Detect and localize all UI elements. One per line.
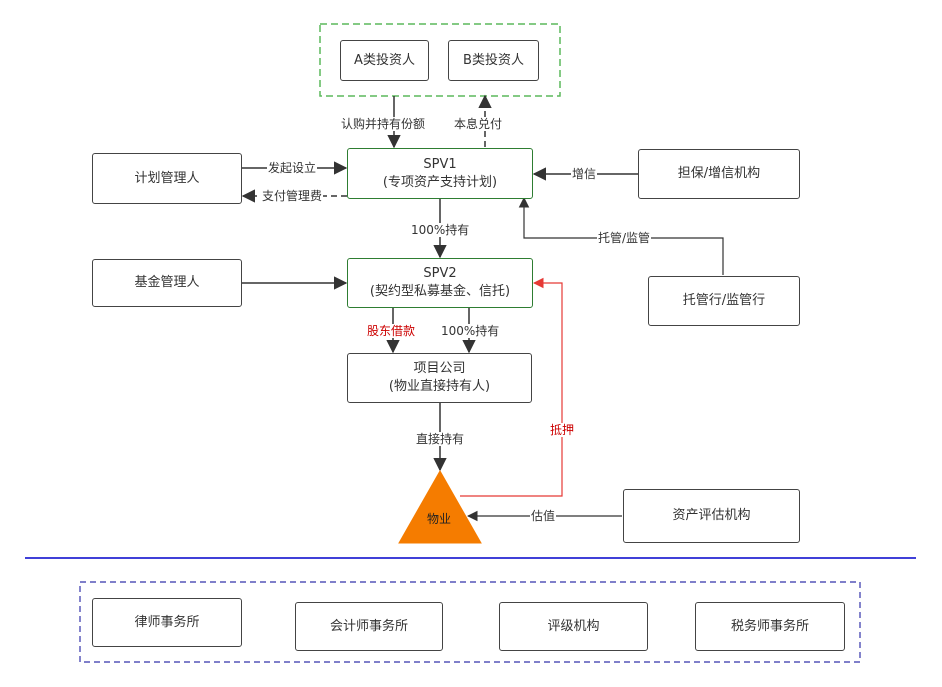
edge-label-pay: 本息兑付	[453, 117, 504, 131]
edge-label-fee: 支付管理费	[261, 189, 324, 203]
node-law-firm-label: 律师事务所	[134, 614, 200, 630]
node-project-title: 项目公司	[413, 361, 466, 376]
node-fund-manager-label: 基金管理人	[134, 275, 200, 290]
node-guarantor[interactable]: 担保/增信机构	[638, 149, 800, 199]
node-project-subtitle: (物业直接持有人)	[388, 379, 491, 394]
node-spv1-title: SPV1	[423, 156, 457, 172]
edge-label-direct: 直接持有	[415, 432, 466, 446]
node-investor-b-label: B类投资人	[463, 52, 524, 68]
node-tax-firm-label: 税务师事务所	[730, 618, 809, 634]
node-custodian-label: 托管行/监管行	[682, 293, 766, 308]
edge-pledge	[460, 277, 563, 497]
edge-label-credit: 增信	[571, 167, 598, 181]
node-appraiser-label: 资产评估机构	[672, 508, 751, 523]
node-tax-firm[interactable]: 税务师事务所	[695, 602, 845, 651]
node-rating-agency-label: 评级机构	[547, 618, 600, 634]
property-triangle	[398, 469, 482, 544]
node-investor-b[interactable]: B类投资人	[448, 40, 539, 81]
node-spv1[interactable]: SPV1 (专项资产支持计划)	[347, 148, 533, 199]
edge-label-hold1: 100%持有	[410, 223, 471, 237]
node-spv2-title: SPV2	[423, 266, 457, 281]
edge-label-initiate: 发起设立	[267, 161, 318, 175]
node-project-company[interactable]: 项目公司 (物业直接持有人)	[347, 353, 532, 403]
node-law-firm[interactable]: 律师事务所	[92, 598, 242, 647]
node-spv2-subtitle: (契约型私募基金、信托)	[369, 284, 511, 299]
node-rating-agency[interactable]: 评级机构	[499, 602, 648, 651]
node-plan-manager-label: 计划管理人	[134, 170, 200, 186]
edge-label-pledge: 抵押	[549, 423, 576, 437]
node-spv2[interactable]: SPV2 (契约型私募基金、信托)	[347, 258, 533, 308]
node-accounting-firm[interactable]: 会计师事务所	[295, 602, 443, 651]
edge-label-loan: 股东借款	[366, 324, 417, 338]
node-guarantor-label: 担保/增信机构	[677, 166, 761, 181]
edge-label-hold2: 100%持有	[440, 324, 501, 338]
service-group-border	[79, 581, 861, 663]
node-investor-a-label: A类投资人	[354, 52, 415, 68]
node-property-label: 物业	[427, 512, 452, 526]
node-appraiser[interactable]: 资产评估机构	[623, 489, 800, 543]
node-custodian[interactable]: 托管行/监管行	[648, 276, 800, 326]
edge-label-custody: 托管/监管	[597, 231, 652, 245]
investor-group-border	[319, 23, 561, 97]
node-accounting-firm-label: 会计师事务所	[329, 618, 408, 634]
edge-label-appraise: 估值	[530, 509, 557, 523]
node-fund-manager[interactable]: 基金管理人	[92, 259, 242, 307]
node-investor-a[interactable]: A类投资人	[340, 40, 429, 81]
edge-label-subscribe: 认购并持有份额	[340, 117, 427, 131]
node-plan-manager[interactable]: 计划管理人	[92, 153, 242, 204]
node-spv1-subtitle: (专项资产支持计划)	[382, 174, 498, 190]
